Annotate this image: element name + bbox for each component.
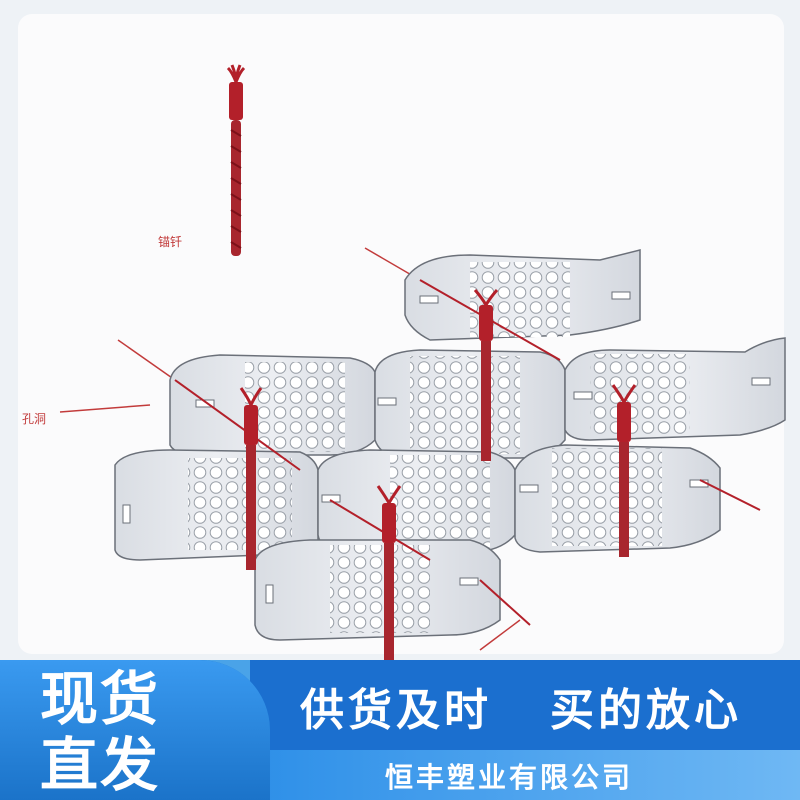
- tension-wires: [174, 279, 761, 626]
- cell-front-left: [114, 449, 319, 561]
- banner-company-bar: [250, 750, 800, 800]
- cell-middle-right: [564, 337, 786, 441]
- company-name: 恒丰塑业有限公司: [385, 761, 634, 794]
- anchor-rods: [239, 289, 637, 660]
- badge-line-1: 现货: [40, 665, 161, 733]
- badge-line-2: 直发: [40, 731, 161, 799]
- geocell-diagram: [59, 64, 786, 660]
- anchor-rod: [611, 384, 637, 557]
- cell-back: [404, 249, 641, 341]
- cell-front-center: [317, 449, 516, 553]
- banner-slogan-bar: [250, 660, 800, 750]
- anchor-rod: [239, 387, 263, 570]
- standalone-anchor: [226, 64, 246, 256]
- banner-badge: [0, 660, 270, 800]
- promo-banner: 现货 直发 供货及时 买的放心 恒丰塑业有限公司: [0, 660, 800, 800]
- cell-middle-left: [169, 354, 376, 456]
- label-anchor: 锚钎: [158, 235, 183, 249]
- cell-front-right: [514, 444, 721, 553]
- slogan: 供货及时 买的放心: [300, 685, 742, 736]
- cell-bottom: [254, 539, 501, 641]
- anchor-rod: [473, 289, 499, 461]
- label-hole: 孔洞: [22, 412, 47, 426]
- banner-badge-text: 现货 直发: [40, 666, 240, 798]
- cell-middle-center: [374, 349, 566, 459]
